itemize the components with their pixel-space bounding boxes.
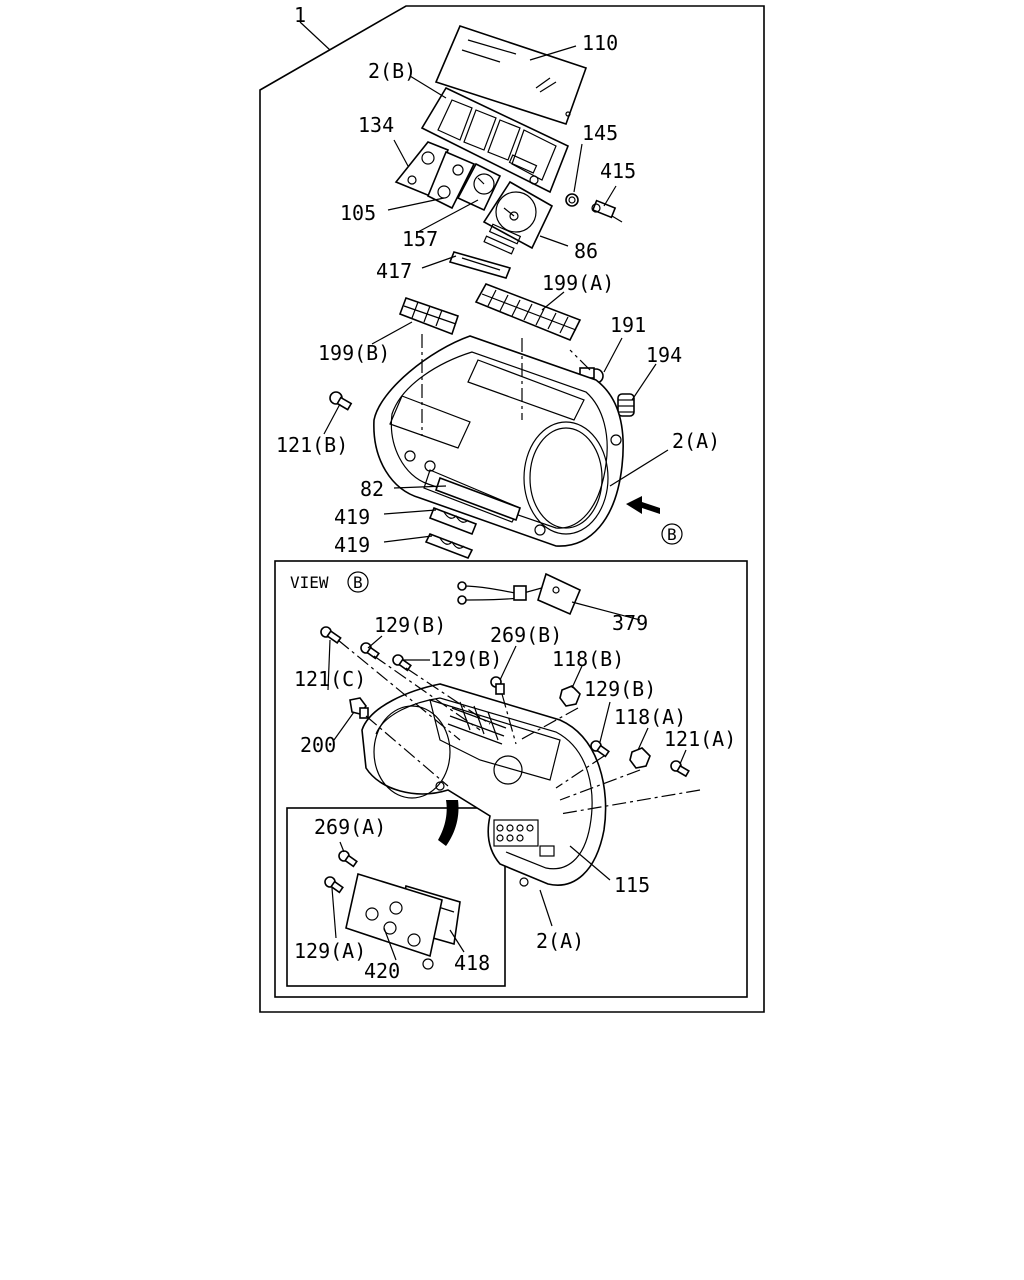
detail-arrow — [438, 800, 459, 846]
label-118b: 118(B) — [552, 647, 624, 671]
label-417: 417 — [376, 259, 412, 283]
part-2a-housing-top — [373, 335, 624, 547]
view-b-title: VIEW — [290, 573, 329, 592]
board-115-mesh — [447, 701, 507, 745]
part-105-gauge — [426, 150, 476, 210]
label-200: 200 — [300, 733, 336, 757]
label-1: 1 — [294, 3, 306, 27]
view-b-arrow — [626, 496, 660, 514]
label-194: 194 — [646, 343, 682, 367]
label-129b-1: 129(B) — [374, 613, 446, 637]
label-199a: 199(A) — [542, 271, 614, 295]
label-199b: 199(B) — [318, 341, 390, 365]
part-417-strip — [448, 251, 512, 279]
part-269a-screw — [338, 850, 358, 868]
part-129a-screw — [324, 876, 344, 894]
label-118a: 118(A) — [614, 705, 686, 729]
label-86: 86 — [574, 239, 598, 263]
part-121b-screw — [329, 391, 353, 411]
view-b-title-marker: B — [353, 573, 363, 592]
part-86-speedometer — [482, 180, 554, 255]
label-129b-3: 129(B) — [584, 677, 656, 701]
part-129b-screw-3 — [590, 740, 610, 758]
label-2a-bottom: 2(A) — [536, 929, 584, 953]
view-b-marker-circle — [661, 523, 683, 545]
part-194-spring — [617, 393, 635, 417]
label-2a-top: 2(A) — [672, 429, 720, 453]
label-115: 115 — [614, 873, 650, 897]
label-129a: 129(A) — [294, 939, 366, 963]
part-145-socket — [565, 193, 579, 207]
view-b-frame — [274, 560, 748, 998]
label-269b: 269(B) — [490, 623, 562, 647]
part-415-bulb — [591, 199, 623, 223]
part-379-harness — [457, 572, 582, 616]
part-420-plate — [345, 872, 443, 970]
label-121b: 121(B) — [276, 433, 348, 457]
label-191: 191 — [610, 313, 646, 337]
label-82: 82 — [360, 477, 384, 501]
part-118b-nut — [559, 685, 581, 707]
part-118a-nut — [629, 747, 651, 769]
outer-frame — [259, 5, 765, 1013]
label-b-marker: B — [667, 525, 677, 544]
label-145: 145 — [582, 121, 618, 145]
part-129b-screw-2 — [392, 654, 412, 672]
part-199a-led-strip — [474, 283, 582, 342]
label-121c: 121(C) — [294, 667, 366, 691]
label-420: 420 — [364, 959, 400, 983]
part-200-screw — [349, 697, 369, 719]
label-419-a: 419 — [334, 505, 370, 529]
label-110: 110 — [582, 31, 618, 55]
part-157-gauge — [456, 162, 502, 212]
detail-inset-frame — [286, 807, 506, 987]
label-157: 157 — [402, 227, 438, 251]
label-269a: 269(A) — [314, 815, 386, 839]
part-129b-screw-1 — [360, 642, 380, 660]
part-419-clip-2 — [424, 532, 474, 560]
part-2a-housing-bottom — [361, 683, 607, 887]
label-121a: 121(A) — [664, 727, 736, 751]
label-105: 105 — [340, 201, 376, 225]
label-418: 418 — [454, 951, 490, 975]
label-129b-2: 129(B) — [430, 647, 502, 671]
label-2b: 2(B) — [368, 59, 416, 83]
part-110-lens — [434, 25, 588, 125]
label-134: 134 — [358, 113, 394, 137]
label-415: 415 — [600, 159, 636, 183]
view-b-title-circle — [347, 571, 369, 593]
part-2b-bezel — [420, 86, 570, 194]
part-419-clip-1 — [428, 506, 478, 536]
part-199b-led-block — [398, 296, 460, 336]
label-379: 379 — [612, 611, 648, 635]
label-419-b: 419 — [334, 533, 370, 557]
part-121a-screw — [670, 760, 690, 778]
part-269b-screw — [490, 676, 505, 695]
